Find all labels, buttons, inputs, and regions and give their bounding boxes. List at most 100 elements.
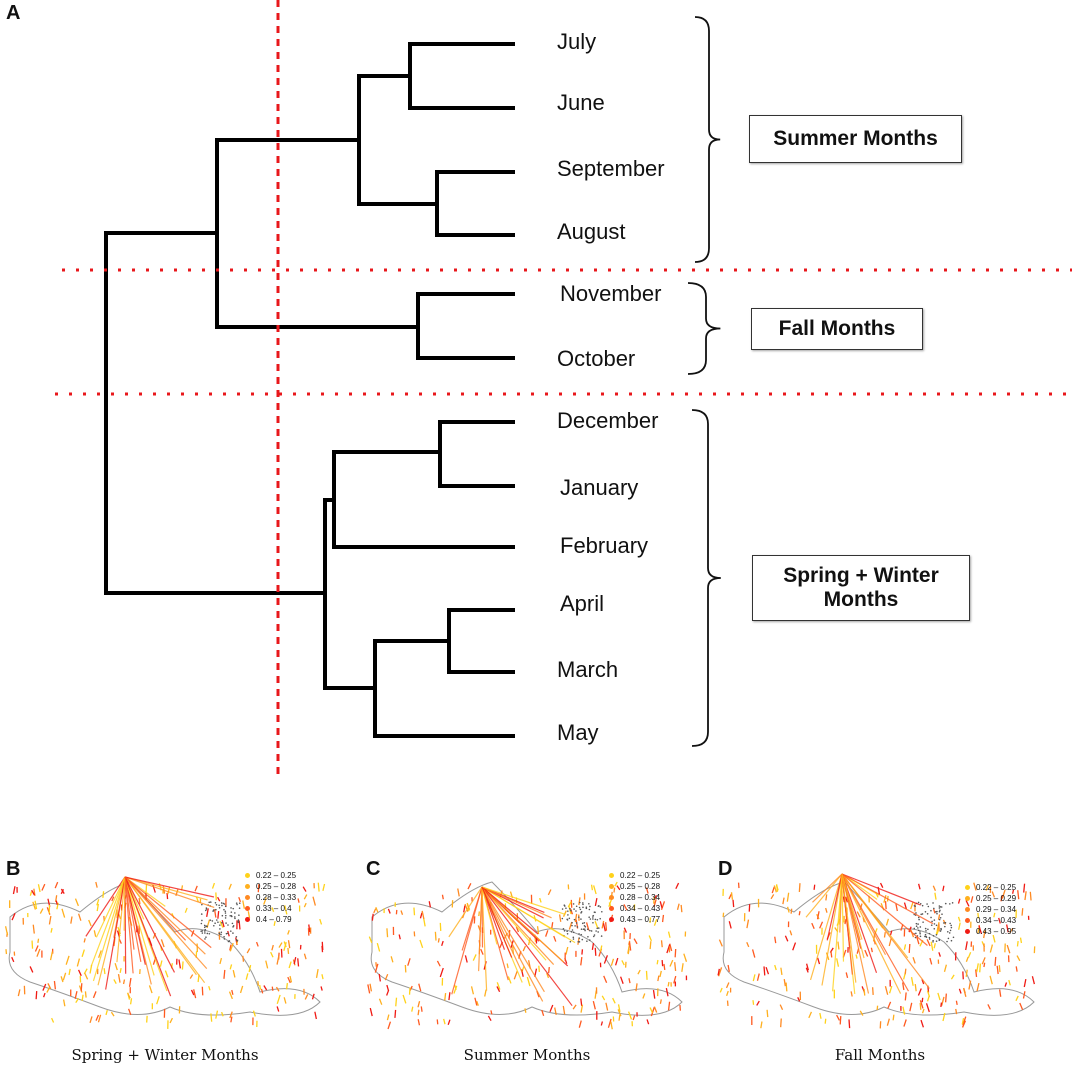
grid-point [571,929,574,931]
connection-line [478,886,483,955]
connection-tick [219,957,223,965]
connection-tick [34,945,39,952]
legend-label: 0.34 – 0.43 [976,916,1017,925]
connection-tick [195,896,199,903]
connection-tick [287,940,291,949]
leaf-label-march: March [557,657,619,682]
connection-tick [932,885,937,892]
grid-point [592,914,595,917]
connection-line [124,876,172,997]
connection-tick [217,911,220,919]
connection-tick [650,1006,655,1017]
grid-point [201,903,203,906]
grid-point [227,924,229,926]
grid-point [582,928,585,930]
connection-tick [441,894,444,900]
connection-tick [81,949,85,957]
leaf-label-november: November [560,281,662,306]
connection-tick [886,1018,890,1026]
grid-point [566,930,568,933]
connection-tick [46,907,51,915]
connection-tick [726,990,729,997]
connection-tick [892,1014,895,1021]
legend-dot [245,884,250,889]
connection-tick [513,970,518,980]
connection-tick [958,988,962,994]
grid-point [583,928,586,930]
grid-point [592,916,594,918]
legend-dot [965,918,970,923]
connection-tick [983,962,986,968]
cut-lines [55,0,1072,780]
grid-point [561,917,564,920]
connection-tick [926,939,931,947]
grid-point [567,914,569,916]
connection-tick [649,1007,654,1014]
connection-tick [169,1017,173,1024]
connection-tick [55,900,58,905]
legend-label: 0.28 – 0.34 [620,893,661,902]
connection-tick [558,914,562,922]
grid-point [930,924,933,926]
connection-tick [1008,979,1011,986]
connection-tick [369,983,373,992]
grid-point [575,910,577,912]
connection-tick [246,948,251,954]
grid-point [572,938,575,940]
grid-point [566,932,569,935]
connection-tick [656,959,659,965]
connection-tick [889,930,893,936]
grid-point [230,915,233,918]
connection-tick [428,901,432,908]
grid-point [588,902,590,905]
dendrogram-branch [357,74,437,206]
connection-tick [1023,978,1027,988]
connection-tick [902,1006,906,1015]
grid-point [926,912,929,915]
connection-line [461,886,483,951]
connection-tick [942,1012,946,1022]
grid-point [579,908,582,911]
grid-point [599,906,602,908]
grid-point [586,928,589,931]
connection-tick [51,1017,55,1023]
connection-tick [65,955,70,965]
connection-tick [1000,894,1004,902]
connection-tick [908,926,912,933]
connection-tick [302,886,307,892]
connection-tick [942,885,945,892]
connection-tick [37,884,41,893]
legend-row: 0.29 – 0.34 [965,904,1016,915]
connection-tick [444,992,447,1001]
map-summer [367,881,688,1030]
connection-tick [547,889,552,896]
connection-line [481,886,498,945]
grid-point [593,911,596,913]
connection-line [809,873,843,981]
grid-point [225,932,228,935]
connection-tick [632,1015,636,1021]
leaf-label-may: May [557,720,599,745]
connection-line [124,876,142,962]
grid-point [592,935,595,938]
connection-tick [591,942,595,950]
grid-point [200,930,202,932]
leaf-label-july: July [557,29,597,54]
legend-label: 0.25 – 0.28 [620,882,661,891]
grid-point [208,932,211,935]
connection-line [481,886,555,965]
connection-line [481,886,506,950]
panel-b-letter: B [6,858,21,880]
legend-dot [609,917,614,922]
connection-tick [774,936,777,944]
connection-tick [652,989,656,999]
grid-point [948,903,951,905]
connection-tick [551,922,554,930]
connection-tick [717,968,720,976]
grid-point [919,935,922,938]
connection-tick [32,924,35,934]
connection-line [832,873,843,992]
connection-tick [613,887,616,893]
connection-tick [914,983,917,992]
connection-line [116,876,126,963]
